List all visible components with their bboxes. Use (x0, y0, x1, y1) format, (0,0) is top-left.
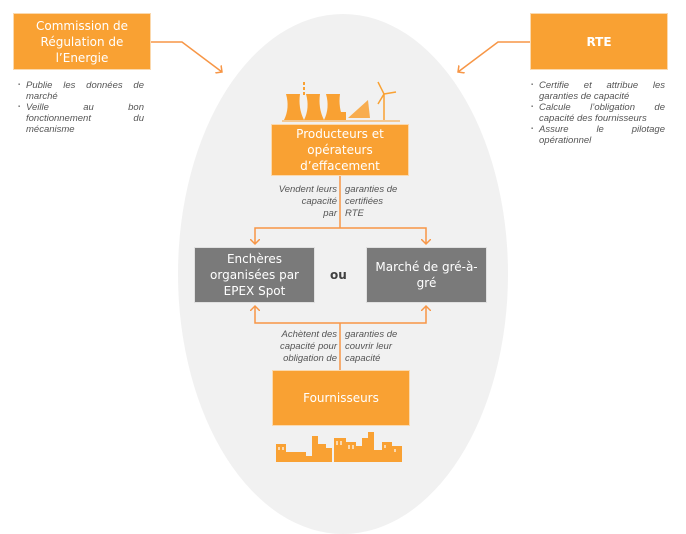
buy-text-right: garanties de couvrir leur capacité (345, 329, 398, 364)
sell-text-right: garanties de certifiées RTE (345, 184, 398, 219)
sell-branch-left (255, 227, 340, 244)
city-skyline-icon (276, 432, 402, 462)
rte-bullet: Calcule l’obligation de capacité des fou… (531, 102, 665, 124)
or-separator: ou (330, 268, 347, 282)
rte-responsibilities: Certifie et attribue les garanties de ca… (531, 80, 665, 146)
epex-auction-box: Enchères organisées par EPEX Spot (194, 247, 315, 303)
rte-box: RTE (530, 13, 668, 70)
cre-arrow (150, 41, 222, 72)
buy-text-left: Achètent des capacité pour obligation de (279, 329, 337, 364)
cre-box: Commission de Régulation de l’Energie (13, 13, 151, 70)
connectors (150, 41, 530, 370)
auction-label: Enchères organisées par EPEX Spot (210, 252, 299, 298)
cre-bullet: Veille au bon fonctionnement du mécanism… (18, 102, 144, 135)
rte-bullet: Certifie et attribue les garanties de ca… (531, 80, 665, 102)
cre-responsibilities: Publie les données de marché Veille au b… (18, 80, 144, 135)
producers-label: Producteurs et opérateurs d’effacement (296, 127, 384, 173)
otc-market-box: Marché de gré-à- gré (366, 247, 487, 303)
buy-branch-left (255, 306, 340, 324)
suppliers-label: Fournisseurs (303, 391, 379, 405)
suppliers-box: Fournisseurs (272, 370, 410, 426)
otc-label: Marché de gré-à- gré (375, 260, 478, 290)
rte-bullet: Assure le pilotage opérationnel (531, 124, 665, 146)
cre-label: Commission de Régulation de l’Energie (35, 18, 129, 65)
producers-box: Producteurs et opérateurs d’effacement (271, 124, 409, 176)
sell-branch-right (340, 227, 426, 244)
rte-arrow (458, 41, 530, 72)
sell-text-left: Vendent leurs capacité par (278, 184, 337, 219)
cre-bullet: Publie les données de marché (18, 80, 144, 102)
power-plant-wind-solar-icon (282, 81, 400, 122)
rte-label: RTE (586, 34, 612, 49)
buy-branch-right (340, 306, 426, 324)
